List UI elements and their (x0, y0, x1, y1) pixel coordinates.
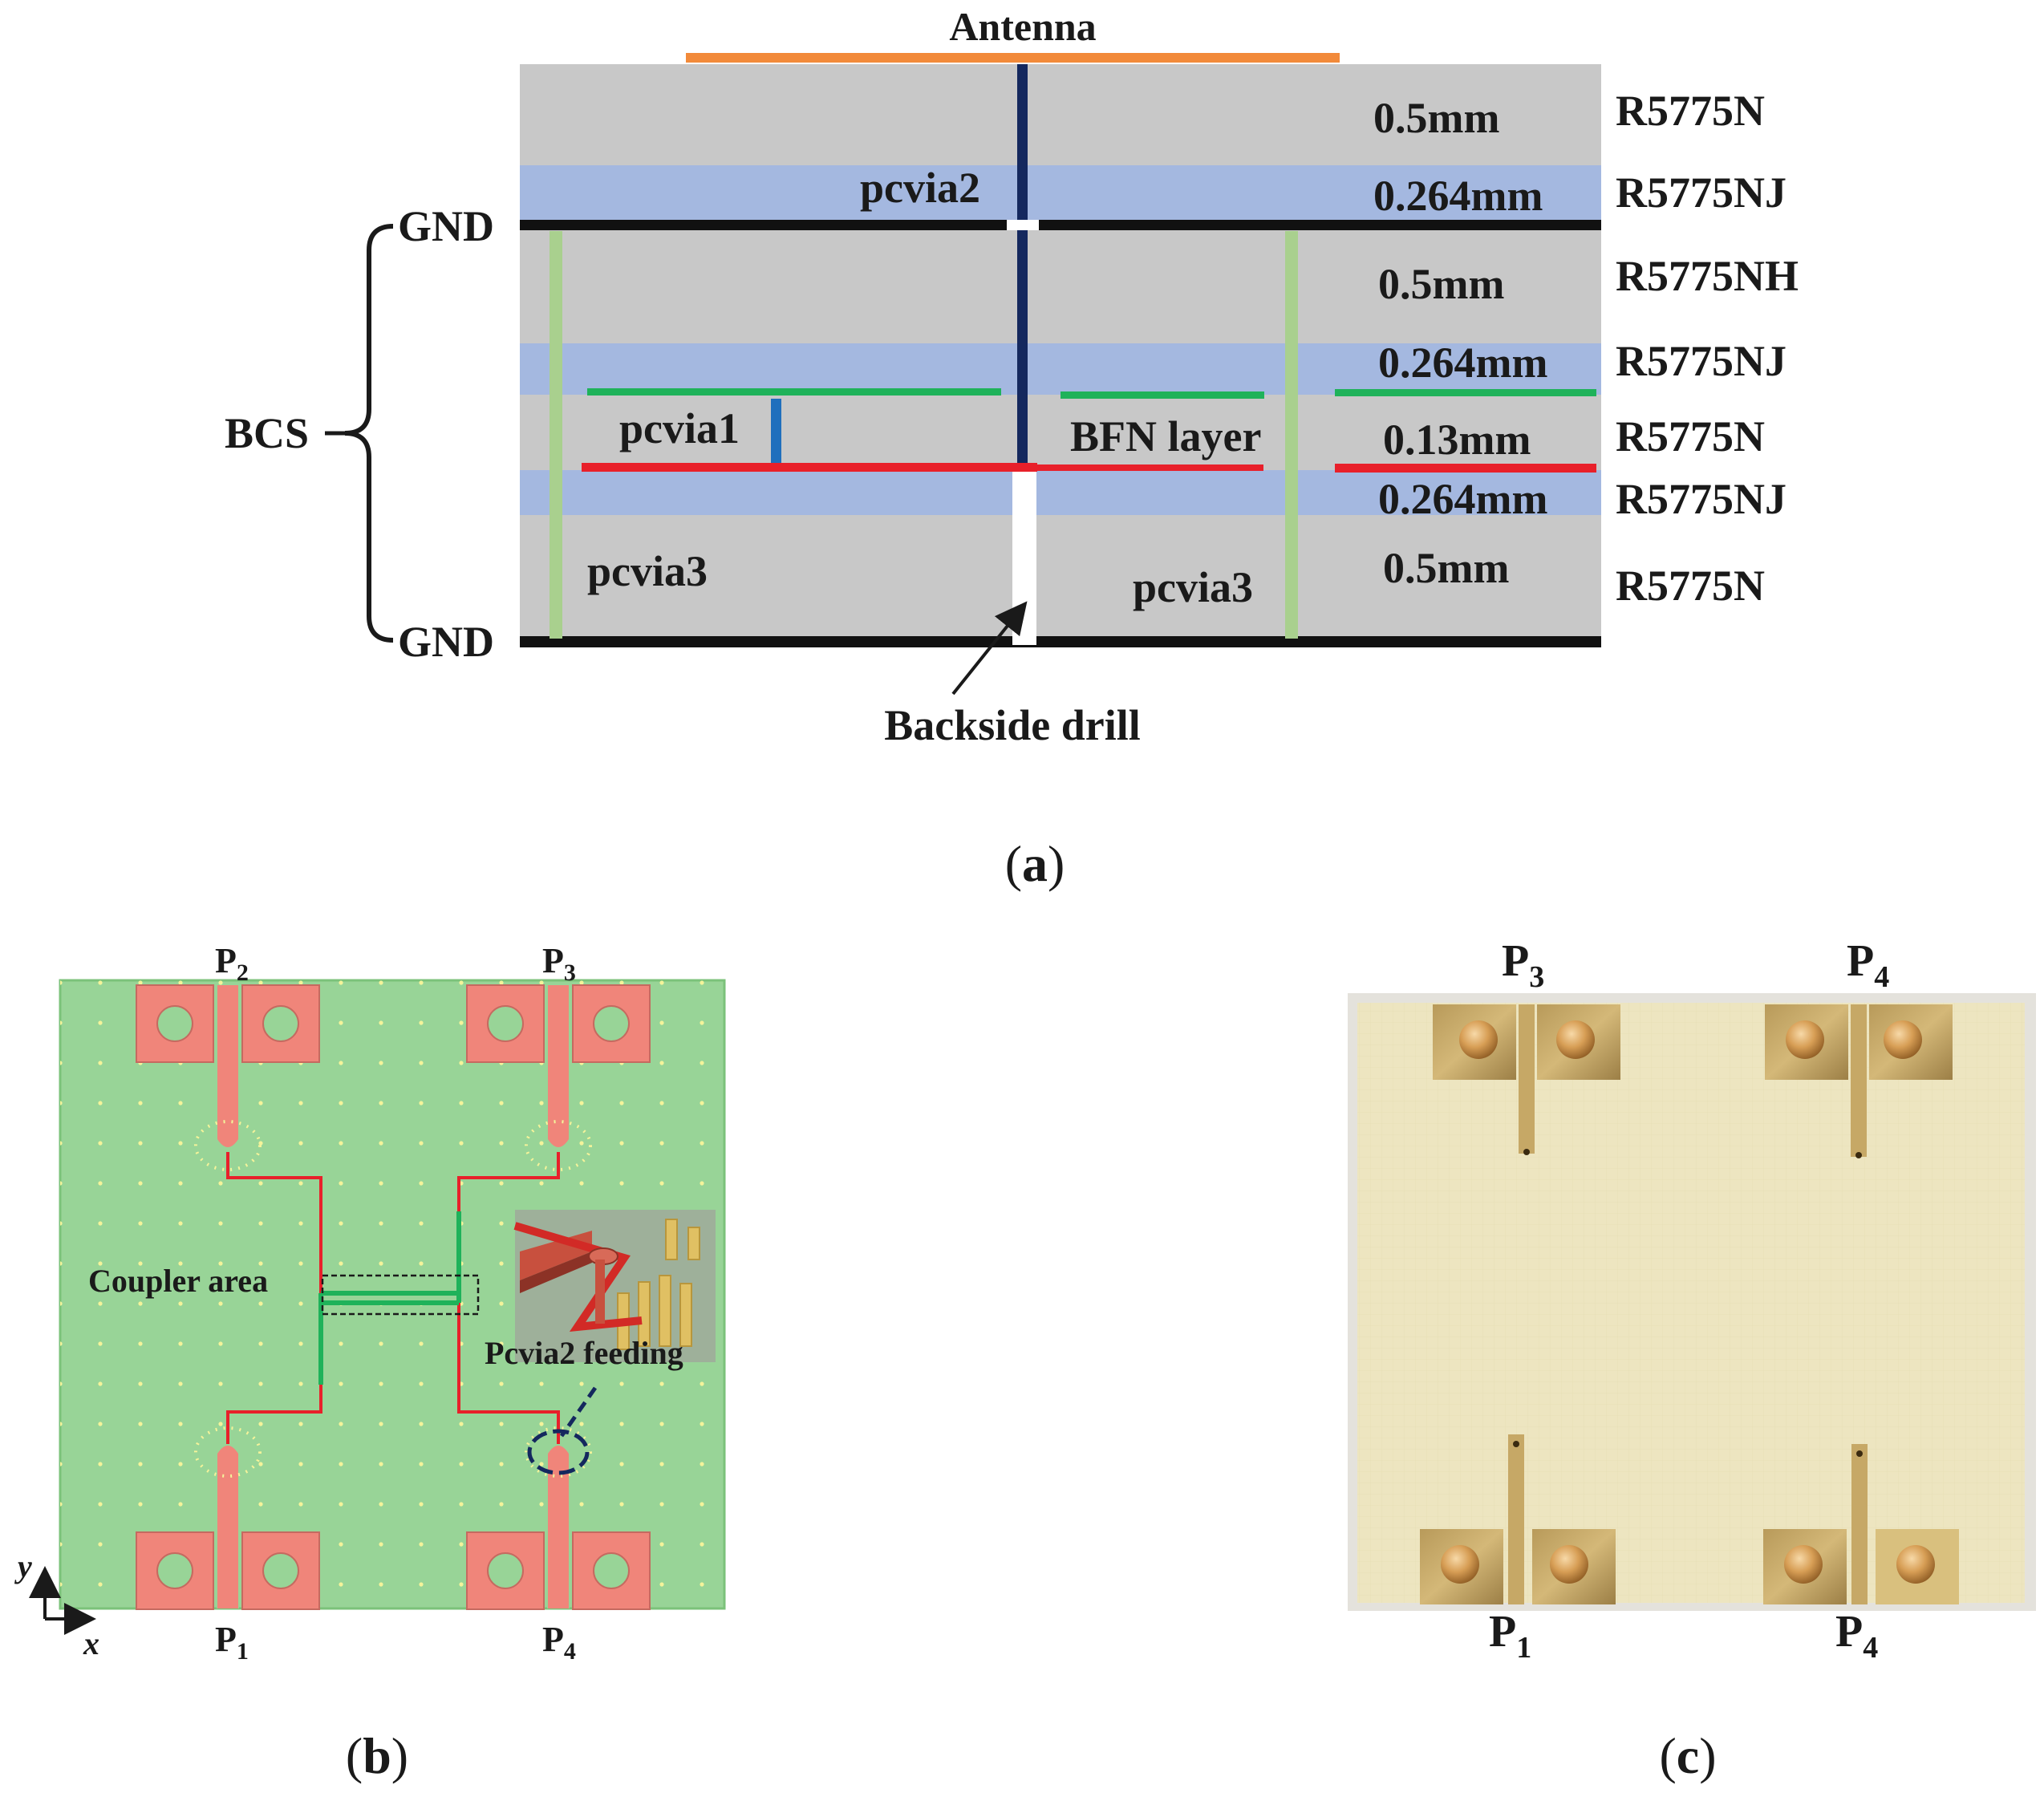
bcs-label: BCS (225, 409, 309, 457)
layer-prepreg-1 (520, 165, 1601, 223)
coupler-area-label: Coupler area (88, 1263, 268, 1299)
green-trace-left (587, 388, 1001, 396)
backside-drill-hole (1012, 464, 1036, 645)
pcvia1-label: pcvia1 (619, 404, 740, 452)
antenna-patch (686, 53, 1340, 63)
photo-port-label-p3: P3 (1502, 936, 1544, 994)
layer-thickness-5: 0.13mm (1383, 416, 1531, 464)
board-texture (1357, 1003, 2025, 1603)
port-label-p2: P2 (215, 941, 249, 986)
red-trace-right (1335, 464, 1596, 473)
port-label-p1: P1 (215, 1620, 249, 1665)
gnd-plane-top (520, 220, 1601, 230)
gnd-bottom-label: GND (398, 618, 494, 666)
gnd-top-label: GND (398, 202, 494, 250)
layer-thickness-6: 0.264mm (1378, 475, 1547, 523)
pcvia2-label: pcvia2 (860, 164, 980, 212)
photo-port-label-p4-bottom: P4 (1835, 1607, 1878, 1665)
pcvia3-left (550, 231, 562, 639)
connector-p1 (1420, 1434, 1616, 1604)
layer-thickness-3: 0.5mm (1378, 260, 1504, 308)
antenna-label: Antenna (949, 4, 1096, 49)
gnd-plane-bottom (520, 636, 1601, 647)
layer-thickness-2: 0.264mm (1373, 172, 1543, 220)
layer-prepreg-3 (520, 470, 1601, 515)
layer-substrate-1 (520, 64, 1601, 165)
connector-p4-top (1765, 1004, 1953, 1158)
port-pad-p3 (466, 984, 651, 1147)
red-trace-left (582, 463, 1037, 472)
backside-drill-arrow (951, 601, 1028, 696)
red-trace-mid (1037, 464, 1263, 471)
green-trace-mid (1061, 391, 1264, 399)
layer-thickness-4: 0.264mm (1378, 339, 1547, 387)
layer-thickness-1: 0.5mm (1373, 94, 1499, 142)
pcvia2-feeding-marker (527, 1429, 590, 1475)
photo-port-label-p4-top: P4 (1847, 936, 1889, 994)
port-label-p4: P4 (542, 1620, 576, 1665)
pcvia3-right (1285, 231, 1298, 639)
port-pad-p4 (466, 1444, 651, 1610)
axis-x-label: x (83, 1625, 99, 1661)
layer-material-5: R5775N (1616, 412, 1765, 460)
layer-substrate-2 (520, 223, 1601, 343)
caption-b: (b) (346, 1727, 408, 1784)
green-trace-right (1335, 389, 1596, 396)
layer-prepreg-2 (520, 343, 1601, 395)
panel-b-layout: Coupler area Pcvia2 feeding P2 P3 P1 P (14, 941, 726, 1784)
layer-thickness-7: 0.5mm (1383, 544, 1509, 592)
layer-material-1: R5775N (1616, 87, 1765, 135)
layer-material-6: R5775NJ (1616, 475, 1786, 523)
pcvia2-feeding-inset (513, 1210, 716, 1362)
pcvia2-clearance (1007, 220, 1039, 230)
layer-substrate-3 (520, 395, 1601, 470)
panel-c-photo: P3 P4 P1 P4 (c) (1348, 936, 2036, 1784)
connector-p3 (1433, 1004, 1620, 1155)
via-fences (194, 1120, 592, 1478)
layer-material-4: R5775NJ (1616, 337, 1786, 385)
layer-material-7: R5775N (1616, 562, 1765, 610)
backside-drill-label: Backside drill (884, 701, 1141, 749)
layer-material-2: R5775NJ (1616, 168, 1786, 217)
caption-a: (a) (1005, 835, 1065, 892)
photo-port-label-p1: P1 (1489, 1607, 1531, 1665)
pcvia2-feeding-pointer (559, 1386, 598, 1438)
pcvia2-feeding-label: Pcvia2 feeding (485, 1335, 683, 1371)
layer-substrate-4 (520, 515, 1601, 640)
pcvia3-left-label: pcvia3 (587, 547, 708, 595)
connector-p4-bottom (1763, 1444, 1959, 1604)
pcvia1 (771, 399, 781, 466)
pcvia3-right-label: pcvia3 (1133, 563, 1253, 611)
layer-material-3: R5775NH (1616, 252, 1799, 300)
pcvia2 (1017, 64, 1028, 465)
panel-a-stackup: Antenna pcvia2 pcvia1 BFN layer pcvia3 p… (225, 4, 1799, 892)
caption-c: (c) (1659, 1727, 1716, 1784)
port-pad-p2 (136, 984, 320, 1147)
port-pad-p1 (136, 1444, 320, 1610)
axis-indicator (29, 1566, 96, 1635)
axis-y-label: y (14, 1548, 32, 1584)
coupler-traces-green (318, 1211, 461, 1385)
port-label-p3: P3 (542, 941, 576, 986)
bfn-layer-label: BFN layer (1070, 412, 1261, 460)
